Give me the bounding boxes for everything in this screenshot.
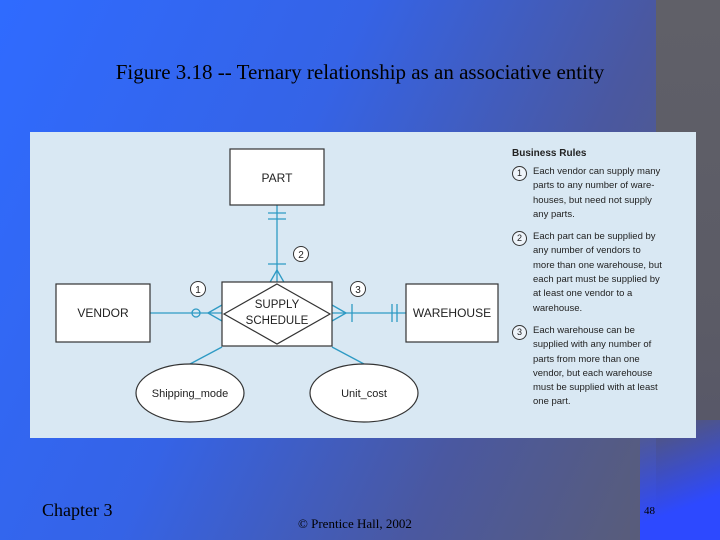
rule-line: warehouse.	[533, 302, 583, 314]
rule-line: Each vendor can supply many	[533, 166, 661, 177]
rule-2-number: 2	[512, 231, 527, 247]
rule-line: houses, but need not supply	[533, 194, 652, 206]
chapter-label: Chapter 3	[42, 500, 113, 520]
rule-line: at least one vendor to a	[533, 288, 633, 300]
rule-line: parts from more than one	[533, 353, 640, 365]
shipping-mode-connector	[189, 346, 223, 365]
unit-cost-label: Unit_cost	[341, 388, 387, 400]
business-rules-panel: Business Rules 1 Each vendor can supply …	[512, 148, 692, 418]
er-diagram: PART VENDOR WAREHOUSE SUPPLY SCHEDULE Sh…	[55, 148, 499, 423]
part-entity	[229, 148, 325, 206]
rule-line: Each part can be supplied by	[533, 231, 656, 243]
rule-line: vendor, but each warehouse	[533, 367, 653, 379]
rule-3-number: 3	[512, 324, 527, 340]
marker-3-circle	[350, 281, 366, 297]
rule-line: must be supplied with at least	[533, 382, 658, 394]
business-rule-3: 3 Each warehouse can be supplied with an…	[512, 324, 692, 410]
part-entity-label: PART	[262, 171, 294, 185]
shipping-mode-attribute	[135, 363, 245, 423]
er-diagram-figure: PART VENDOR WAREHOUSE SUPPLY SCHEDULE Sh…	[30, 132, 696, 438]
accent-wedge	[640, 420, 720, 540]
rule-line: any number of vendors to	[533, 245, 641, 257]
rule-line: one part.	[533, 396, 571, 408]
supply-schedule-label-line1: SUPPLY	[255, 299, 300, 311]
marker-1-circle	[190, 281, 206, 297]
slide-title: Figure 3.18 -- Ternary relationship as a…	[115, 60, 605, 84]
marker-3-label: 3	[355, 285, 361, 296]
marker-1-label: 1	[195, 285, 201, 296]
business-rules-heading: Business Rules	[512, 148, 587, 159]
rule-line: any parts.	[533, 208, 575, 220]
marker-2-label: 2	[298, 250, 304, 261]
rule-line: Each warehouse can be	[533, 324, 635, 336]
supply-schedule-label-line2: SCHEDULE	[246, 315, 309, 327]
warehouse-entity-label: WAREHOUSE	[413, 306, 491, 320]
unit-cost-attribute	[309, 363, 419, 423]
shipping-mode-label: Shipping_mode	[152, 388, 228, 400]
page-number: 48	[644, 505, 655, 517]
business-rule-2: 2 Each part can be supplied by any numbe…	[512, 230, 692, 316]
vendor-entity-label: VENDOR	[77, 306, 129, 320]
warehouse-entity	[405, 283, 499, 343]
unit-cost-connector	[331, 346, 365, 365]
copyright-text: © Prentice Hall, 2002	[298, 516, 412, 531]
business-rule-1: 1 Each vendor can supply many parts to a…	[512, 165, 692, 222]
rule-line: more than one warehouse, but	[533, 259, 662, 271]
rule-line: each part must be supplied by	[533, 274, 660, 286]
rule-line: parts to any number of ware-	[533, 180, 655, 192]
rule-1-number: 1	[512, 166, 527, 181]
vendor-entity	[55, 283, 151, 343]
marker-2-circle	[293, 246, 309, 262]
rule-line: supplied with any number of	[533, 339, 652, 351]
supply-schedule-diamond	[222, 283, 332, 345]
